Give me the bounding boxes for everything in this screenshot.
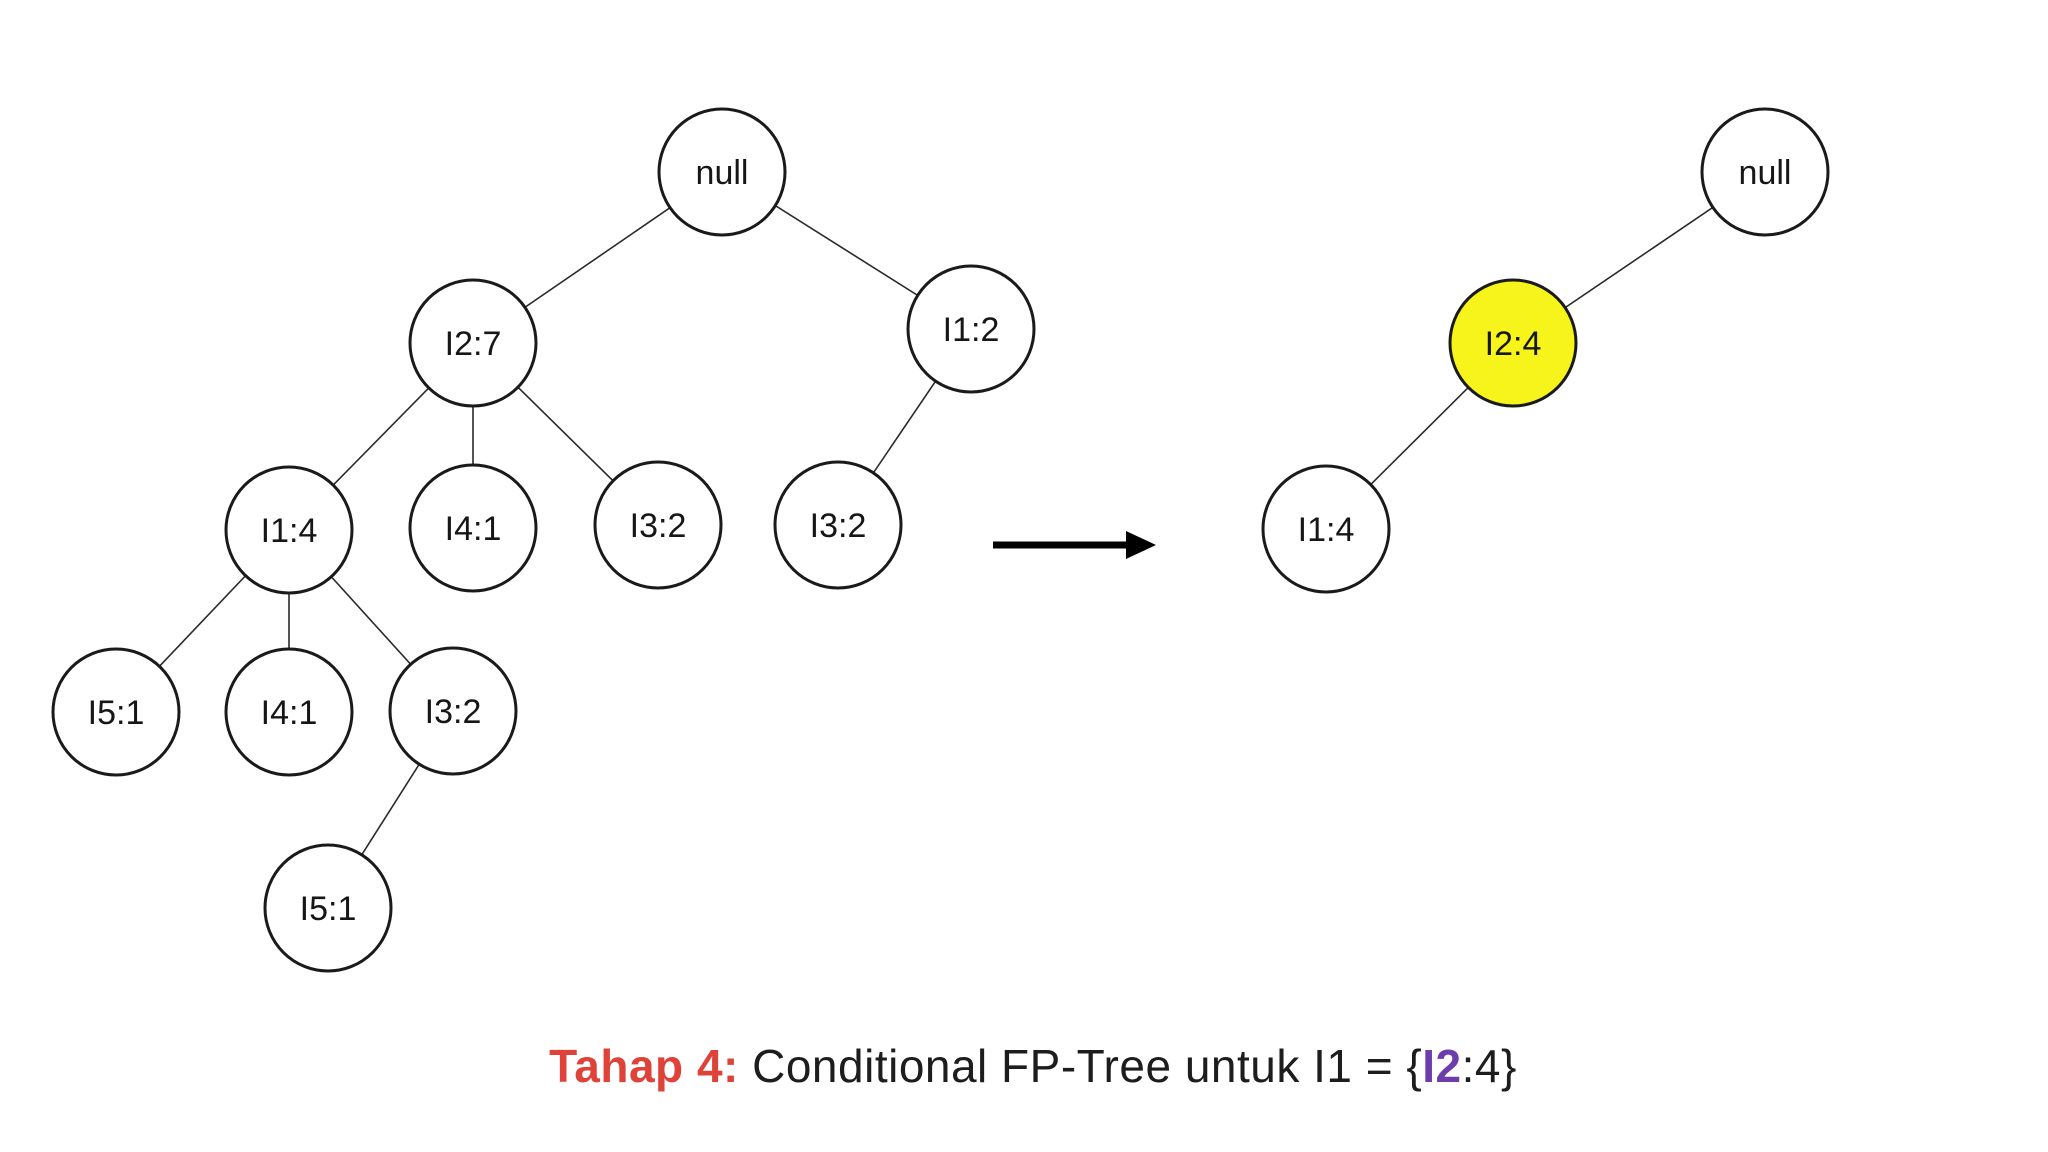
tree-node [1700,107,1830,237]
tree-node-label: I1:2 [943,311,1000,349]
tree-node [224,647,354,777]
tree-node-label: I3:2 [630,507,687,545]
tree-node [593,460,723,590]
caption-step-label: Tahap 4: [549,1040,739,1092]
tree-node-label: I3:2 [810,507,867,545]
tree-node-label: I5:1 [300,890,357,928]
tree-node-label: I2:4 [1485,325,1542,363]
tree-node-label: I4:1 [261,694,318,732]
tree-node [773,460,903,590]
caption-text: Conditional FP-Tree untuk I1 = { [738,1040,1423,1092]
caption: Tahap 4: Conditional FP-Tree untuk I1 = … [9,1038,2048,1094]
tree-node [388,646,518,776]
tree-node [51,647,181,777]
tree-node [263,843,393,973]
tree-node [408,463,538,593]
tree-node-label: I3:2 [425,693,482,731]
caption-suffix: :4} [1461,1040,1517,1092]
tree-node [1261,464,1391,594]
tree-node-highlighted [1448,278,1578,408]
tree-node-label: I2:7 [445,325,502,363]
tree-node-label: null [696,154,749,192]
tree-node-label: I1:4 [1298,511,1355,549]
tree-node-label: null [1739,154,1792,192]
tree-node-label: I4:1 [445,510,502,548]
tree-node [224,465,354,595]
tree-node [906,264,1036,394]
tree-node-label: I1:4 [261,512,318,550]
tree-node [408,278,538,408]
caption-highlight-item: I2 [1422,1040,1462,1092]
tree-node [657,107,787,237]
arrow-head-icon [1126,531,1156,559]
tree-node-label: I5:1 [88,694,145,732]
